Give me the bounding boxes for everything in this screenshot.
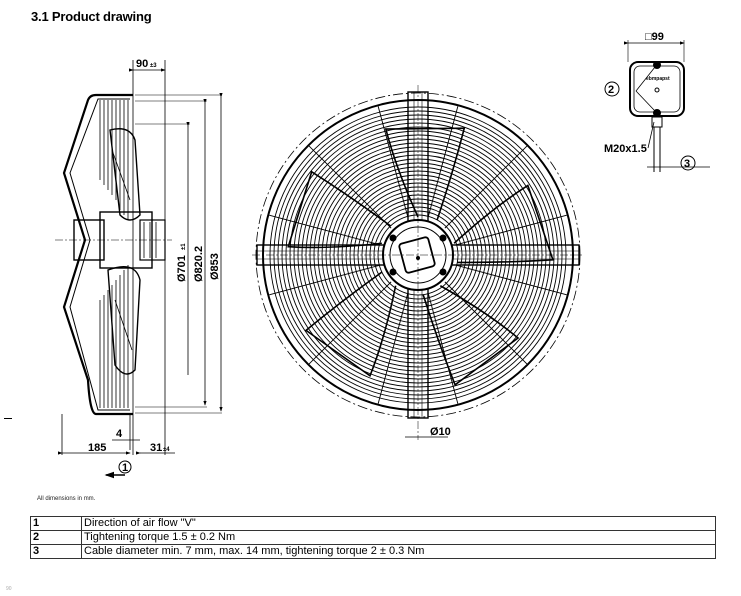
terminal-box: [629, 61, 685, 117]
legend-num: 1: [30, 516, 82, 531]
callout-3: [680, 155, 696, 171]
side-view: [55, 60, 223, 479]
callout-1: [118, 460, 132, 474]
front-view: [252, 85, 584, 440]
screw-callout: 2: [608, 84, 614, 96]
flange-tolerance: ±4: [163, 447, 170, 453]
guard-spoke: [454, 214, 567, 246]
legend-text: Direction of air flow "V": [81, 516, 716, 531]
margin-mark: [4, 418, 12, 419]
impeller-blades: [287, 127, 555, 387]
airflow-callout: 1: [122, 462, 128, 474]
guard-spoke: [269, 264, 382, 296]
gland-label: M20x1.5: [604, 143, 647, 155]
depth-tolerance: ±3: [150, 63, 157, 69]
page-mark: 90: [6, 586, 12, 592]
guard-wires: [99, 100, 129, 408]
impeller-blade: [422, 285, 520, 387]
guard-spoke: [377, 291, 409, 404]
impeller-blade: [384, 127, 466, 221]
guard-spoke: [377, 106, 409, 219]
guard-spoke: [444, 145, 528, 229]
guard-spoke: [427, 106, 459, 219]
table-row: 1 Direction of air flow "V": [30, 516, 716, 531]
diameter-853: Ø853: [209, 253, 221, 280]
legend-text: Tightening torque 1.5 ± 0.2 Nm: [81, 530, 716, 545]
diameter-820: Ø820.2: [193, 246, 205, 282]
guard-spoke: [269, 214, 382, 246]
guard-spokes: [269, 106, 567, 404]
section-title: 3.1 Product drawing: [31, 9, 152, 24]
callout-2: [604, 81, 620, 97]
terminal-box-view: [604, 40, 710, 172]
offset-label: 4: [116, 428, 123, 440]
guard-spoke: [427, 291, 459, 404]
guard-spoke: [308, 281, 392, 365]
impeller-blade: [287, 170, 392, 249]
flange-label: 31: [150, 442, 162, 454]
depth-label: 90: [136, 58, 148, 70]
legend-text: Cable diameter min. 7 mm, max. 14 mm, ti…: [81, 544, 716, 559]
table-row: 3 Cable diameter min. 7 mm, max. 14 mm, …: [30, 544, 716, 559]
guard-spoke: [454, 264, 567, 296]
diameter-701: Ø701: [176, 255, 188, 282]
dimensions-note: All dimensions in mm.: [37, 496, 96, 502]
impeller-blade: [453, 184, 555, 264]
diameter-701-tolerance: ±1: [181, 243, 187, 250]
blade: [107, 266, 141, 375]
guard-spoke: [308, 145, 392, 229]
hole-label: Ø10: [430, 426, 451, 438]
cable-callout: 3: [684, 158, 690, 170]
legend-num: 3: [30, 544, 82, 559]
terminal-size-label: □99: [645, 31, 664, 43]
impeller-blade: [304, 271, 397, 378]
blade: [109, 128, 141, 221]
brand-logo: ebmpapst: [646, 76, 670, 82]
table-row: 2 Tightening torque 1.5 ± 0.2 Nm: [30, 530, 716, 545]
legend-table: 1 Direction of air flow "V" 2 Tightening…: [30, 516, 716, 559]
overall-label: 185: [88, 442, 106, 454]
legend-num: 2: [30, 530, 82, 545]
